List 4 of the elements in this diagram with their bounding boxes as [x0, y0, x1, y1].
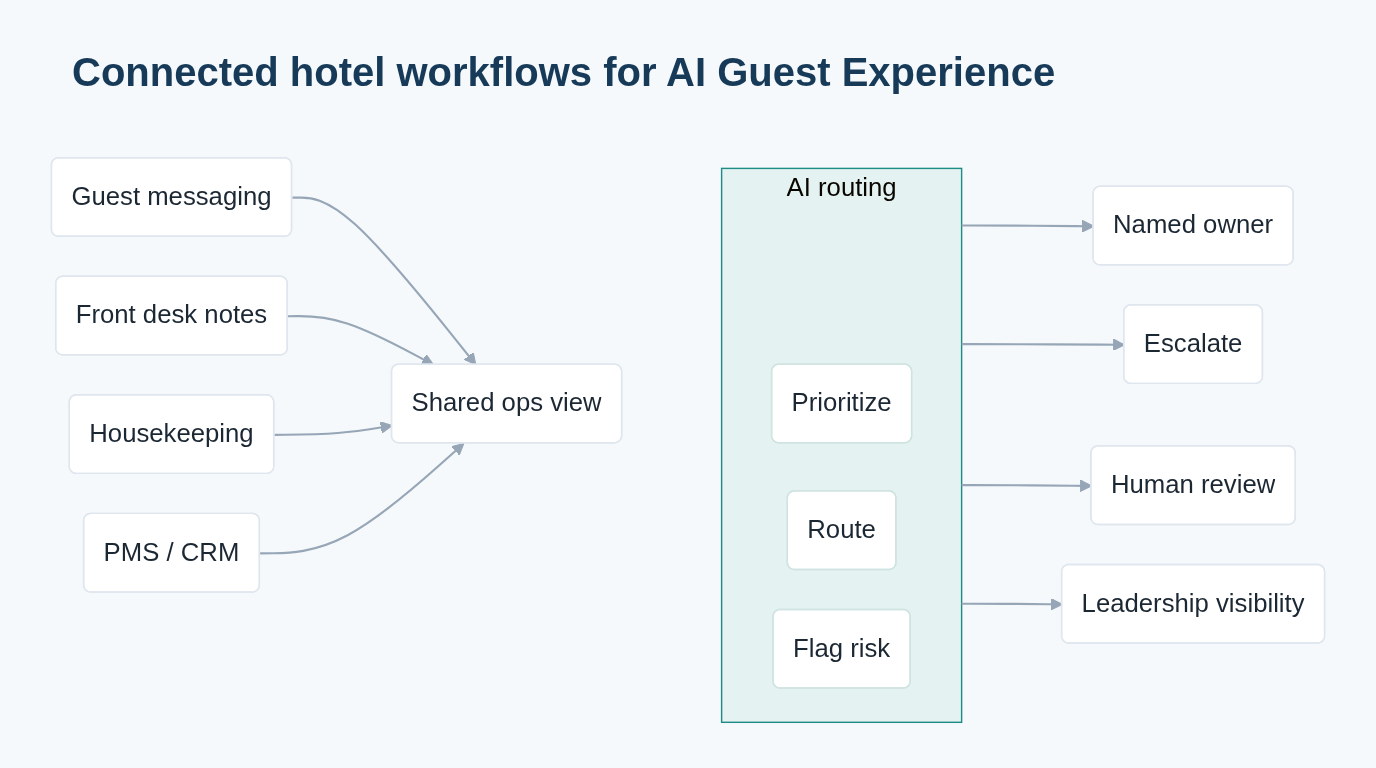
arrow [260, 442, 465, 555]
arrow [292, 196, 477, 366]
diagram-title: Connected hotel workflows for AI Guest Experience [72, 50, 1056, 95]
arrow [287, 315, 435, 366]
